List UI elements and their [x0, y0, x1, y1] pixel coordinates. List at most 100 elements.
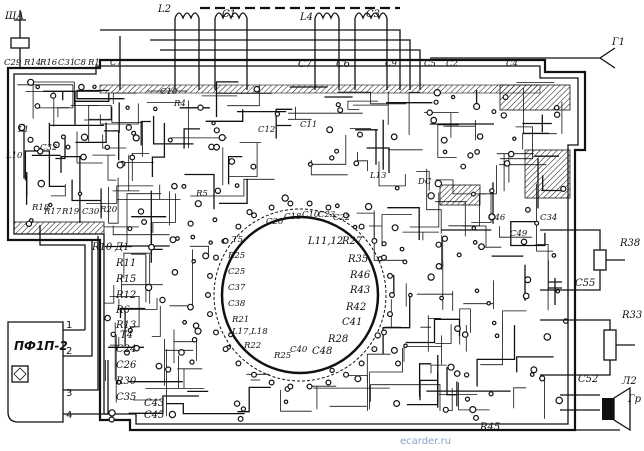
label-L4: L4 — [299, 12, 313, 23]
label-R10: R10 — [91, 242, 113, 253]
solder-pad — [181, 183, 187, 189]
solder-pad — [551, 252, 557, 258]
trace — [369, 214, 412, 247]
solder-pad — [237, 415, 244, 422]
solder-pad — [560, 185, 567, 192]
trace — [104, 285, 115, 304]
solder-pad — [435, 262, 443, 270]
solder-pad — [488, 391, 494, 397]
solder-pad — [213, 127, 220, 134]
solder-pad — [104, 314, 111, 322]
trace — [541, 175, 565, 192]
label-C7: C7 — [298, 59, 313, 70]
label-R25-bottom: R25 — [273, 351, 291, 361]
solder-pad — [433, 99, 439, 105]
solder-pad — [104, 144, 111, 150]
solder-pad — [187, 220, 194, 227]
label-C23: C23 — [318, 210, 335, 220]
solder-pad — [507, 150, 515, 158]
solder-pad — [116, 161, 124, 169]
solder-pad — [137, 208, 145, 215]
solder-pad — [208, 240, 213, 245]
solder-pad — [18, 123, 26, 132]
trace — [426, 168, 442, 234]
label-T5: T5 — [232, 235, 243, 245]
trace — [310, 159, 348, 176]
label-C38: C38 — [228, 299, 246, 309]
trace — [227, 155, 243, 185]
solder-pad — [189, 359, 195, 365]
solder-pad — [155, 362, 163, 370]
trace — [71, 179, 102, 219]
trace — [535, 243, 549, 311]
solder-pad — [33, 145, 40, 152]
solder-pad — [442, 406, 449, 413]
trace — [109, 295, 140, 328]
solder-pad — [387, 311, 394, 318]
label-L2: L2 — [157, 4, 171, 15]
filter-pin-4: 4 — [66, 410, 72, 421]
label-R18: R18 — [31, 203, 50, 213]
trace — [116, 184, 181, 200]
solder-pad — [110, 331, 117, 338]
trace — [92, 154, 117, 181]
solder-pad — [306, 383, 313, 390]
label-C32: C32 — [40, 143, 57, 153]
trace — [387, 207, 420, 240]
solder-pad — [391, 224, 399, 232]
external-wiring-right — [540, 229, 635, 432]
solder-pad — [159, 296, 166, 304]
label-C10-mid: C10 — [302, 210, 320, 220]
watermark: ecarder.ru — [400, 436, 451, 447]
external-wiring-top — [10, 6, 616, 90]
trace — [373, 210, 406, 261]
trace — [498, 226, 533, 238]
trace — [57, 107, 70, 118]
solder-pad — [212, 217, 218, 223]
solder-pad — [287, 200, 294, 207]
trace — [437, 124, 459, 158]
solder-pad — [129, 154, 136, 161]
label-C34: C34 — [540, 213, 557, 223]
solder-pad — [389, 292, 396, 299]
trace — [347, 100, 379, 110]
solder-pad — [108, 409, 116, 417]
solder-pad — [334, 203, 340, 209]
solder-pad — [228, 332, 234, 338]
solder-pad — [144, 283, 153, 292]
solder-pad — [165, 366, 172, 373]
label-R22: R22 — [243, 341, 261, 351]
solder-pad — [502, 94, 509, 101]
label-R6: R6 — [115, 305, 131, 316]
solder-pad — [60, 134, 66, 140]
solder-pad — [287, 383, 294, 390]
trace — [118, 298, 158, 310]
solder-pad — [283, 399, 289, 405]
filter-name: ПФ1П-2 — [14, 339, 68, 353]
label-C25: C25 — [228, 267, 245, 277]
label-R16: R16 — [39, 58, 58, 68]
solder-pad — [326, 126, 334, 134]
solder-pad — [222, 346, 229, 353]
label-C24: C24 — [116, 344, 136, 355]
solder-pad — [489, 188, 495, 194]
solder-pad — [197, 104, 204, 111]
solder-pad — [235, 223, 242, 230]
trace — [126, 193, 162, 243]
trace — [275, 108, 293, 139]
trace — [166, 402, 245, 415]
solder-pad — [461, 331, 469, 338]
trace — [75, 122, 107, 144]
label-C6: C6 — [336, 59, 351, 70]
trace — [435, 324, 452, 344]
label-C55: C55 — [575, 278, 595, 289]
trace — [357, 151, 369, 172]
solder-pad — [439, 295, 445, 301]
label-L17-L18: L17,L18 — [231, 327, 268, 337]
solder-pad — [470, 191, 476, 197]
solder-pad — [374, 332, 381, 339]
solder-pad — [426, 109, 433, 116]
solder-pad — [358, 360, 365, 367]
label-R43: R43 — [349, 285, 370, 296]
solder-pad — [503, 160, 511, 167]
